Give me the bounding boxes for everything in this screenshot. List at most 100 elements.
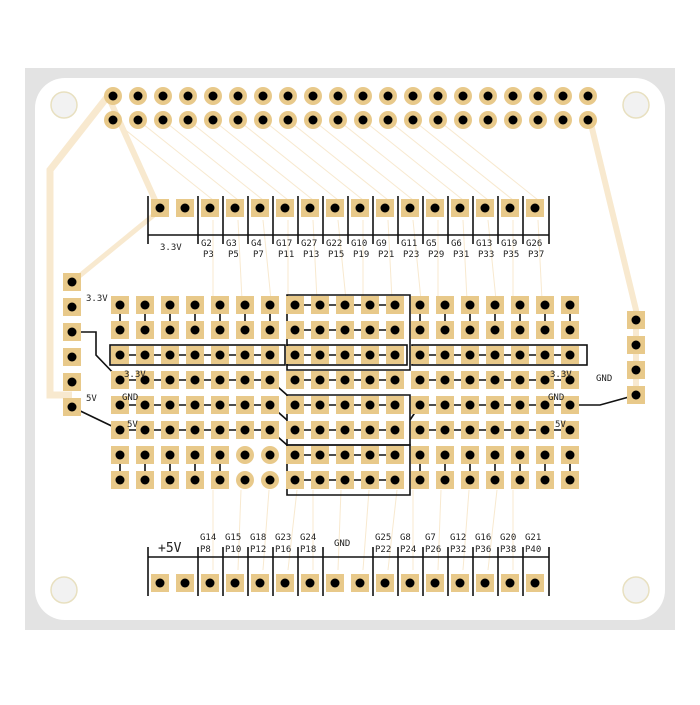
- pad: [536, 396, 554, 414]
- pad: [454, 111, 472, 129]
- pad: [136, 446, 154, 464]
- mounting-holes: [50, 91, 650, 604]
- pad: [136, 321, 154, 339]
- pad-drill: [283, 115, 293, 125]
- trace: [137, 119, 239, 201]
- pad: [336, 446, 354, 464]
- pad-drill: [265, 325, 275, 335]
- top-pin-physical-label: P29: [428, 250, 444, 260]
- top-pin-physical-label: P3: [203, 250, 214, 260]
- pad: [301, 199, 319, 217]
- pad-drill: [140, 475, 150, 485]
- top-pin-gpio-label: G6: [451, 239, 462, 249]
- pad-drill: [330, 203, 340, 213]
- pad-drill: [455, 203, 465, 213]
- pad-drill: [158, 115, 168, 125]
- pad-drill: [530, 578, 540, 588]
- pad: [454, 87, 472, 105]
- rail-gnd-right-label: GND: [548, 393, 564, 403]
- pad-drill: [290, 325, 300, 335]
- pad-drill: [465, 450, 475, 460]
- pad-drill: [565, 375, 575, 385]
- pad: [136, 346, 154, 364]
- pad: [161, 296, 179, 314]
- pad-drill: [208, 91, 218, 101]
- pad-drill: [465, 375, 475, 385]
- pad-drill: [480, 578, 490, 588]
- pad-drill: [330, 578, 340, 588]
- pad-drill: [190, 350, 200, 360]
- pad: [411, 296, 429, 314]
- pad-drill: [315, 300, 325, 310]
- pad-drill: [165, 375, 175, 385]
- top-pin-gpio-label: G3: [226, 239, 237, 249]
- pad-drill: [290, 425, 300, 435]
- bottom-pin-gpio-label: G14: [200, 533, 216, 543]
- pad: [536, 421, 554, 439]
- pad: [379, 87, 397, 105]
- pad-drill: [440, 375, 450, 385]
- mounting-hole: [50, 91, 78, 119]
- pad: [286, 471, 304, 489]
- pad-drill: [540, 475, 550, 485]
- pad: [261, 471, 279, 489]
- pad: [136, 396, 154, 414]
- trace: [212, 119, 314, 201]
- pad: [536, 296, 554, 314]
- pad: [436, 346, 454, 364]
- pad-drill: [465, 325, 475, 335]
- pad: [286, 396, 304, 414]
- pad: [511, 371, 529, 389]
- pad: [236, 396, 254, 414]
- pad-drill: [490, 350, 500, 360]
- pad: [436, 446, 454, 464]
- pad: [411, 346, 429, 364]
- pad-drill: [490, 325, 500, 335]
- pad-drill: [190, 325, 200, 335]
- pad: [561, 371, 579, 389]
- pad: [411, 446, 429, 464]
- pad: [354, 87, 372, 105]
- pad: [436, 296, 454, 314]
- pad-drill: [405, 578, 415, 588]
- pad-drill: [383, 115, 393, 125]
- pad-drill: [108, 91, 118, 101]
- pad-drill: [631, 340, 641, 350]
- pad-drill: [140, 325, 150, 335]
- pad-drill: [631, 315, 641, 325]
- pad: [211, 421, 229, 439]
- pad-drill: [190, 400, 200, 410]
- pads: [63, 87, 645, 592]
- pad-drill: [508, 91, 518, 101]
- pad: [311, 471, 329, 489]
- top-pin-physical-label: P15: [328, 250, 344, 260]
- pad-drill: [440, 425, 450, 435]
- pad-drill: [230, 203, 240, 213]
- pad: [63, 348, 81, 366]
- pad: [411, 371, 429, 389]
- pad-drill: [290, 400, 300, 410]
- bottom-pin-physical-label: P8: [200, 545, 211, 555]
- pad-drill: [565, 350, 575, 360]
- pad: [479, 111, 497, 129]
- pad-drill: [308, 91, 318, 101]
- pad: [511, 446, 529, 464]
- pad-drill: [155, 203, 165, 213]
- top-pin-gpio-label: G2: [201, 239, 212, 249]
- pad: [304, 111, 322, 129]
- pad: [204, 111, 222, 129]
- pad: [386, 471, 404, 489]
- pad: [529, 87, 547, 105]
- pad: [254, 111, 272, 129]
- pad: [436, 396, 454, 414]
- pad-drill: [67, 302, 77, 312]
- pad: [286, 296, 304, 314]
- top-pin-physical-label: P31: [453, 250, 469, 260]
- pad: [63, 323, 81, 341]
- pad-drill: [631, 365, 641, 375]
- pad: [286, 421, 304, 439]
- pad: [461, 346, 479, 364]
- pad: [486, 396, 504, 414]
- pad-drill: [631, 390, 641, 400]
- pad: [461, 371, 479, 389]
